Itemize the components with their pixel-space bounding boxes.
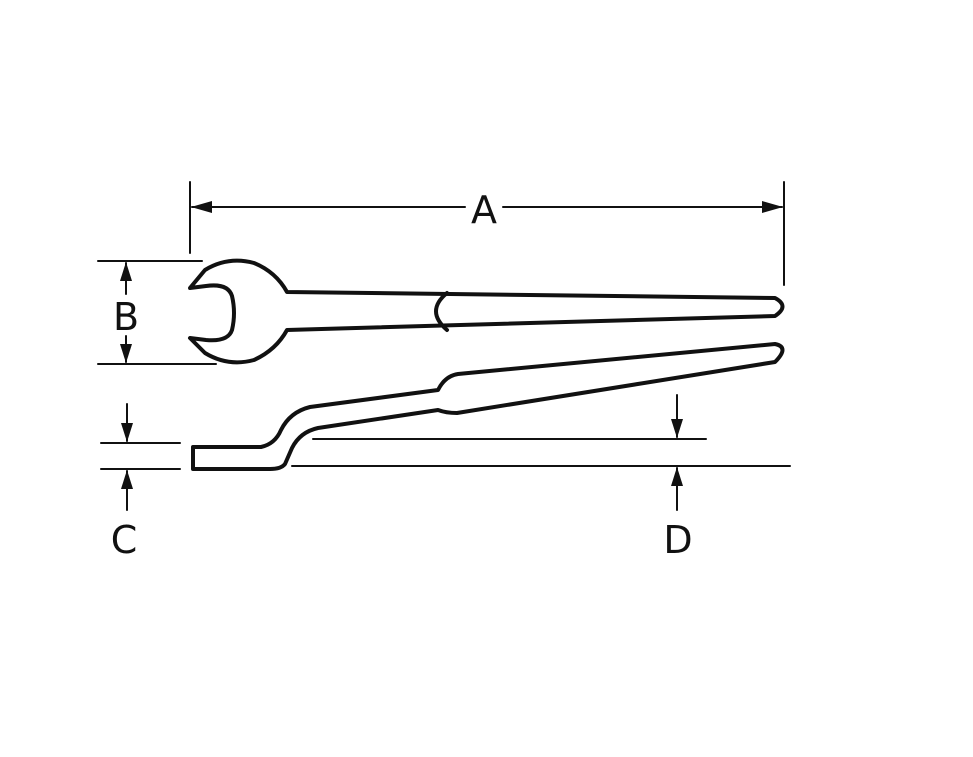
wrench-top-view-outline xyxy=(188,258,785,365)
dimension-b-bottom-arrow xyxy=(120,344,132,363)
dimension-d: D xyxy=(291,394,791,562)
dimension-a-right-arrow xyxy=(762,201,783,213)
dimension-d-top-arrow xyxy=(671,419,683,438)
dimension-c: C xyxy=(100,403,181,562)
wrench-side-view xyxy=(191,342,785,471)
wrench-top-view xyxy=(188,258,785,365)
dimension-a: A xyxy=(189,181,785,286)
dimension-b-top-arrow xyxy=(120,262,132,281)
dimension-c-bottom-arrow xyxy=(121,470,133,489)
dimension-b: B xyxy=(97,260,217,365)
dimension-c-label: C xyxy=(111,518,138,562)
wrench-handle-grip-line xyxy=(434,291,449,332)
dimension-d-label: D xyxy=(663,518,692,562)
wrench-side-view-outline xyxy=(191,342,785,471)
dimension-d-bottom-arrow xyxy=(671,467,683,486)
dimension-a-left-arrow xyxy=(191,201,212,213)
dimension-c-top-arrow xyxy=(121,423,133,442)
dimension-b-label: B xyxy=(113,295,139,339)
dimension-a-label: A xyxy=(471,188,497,232)
